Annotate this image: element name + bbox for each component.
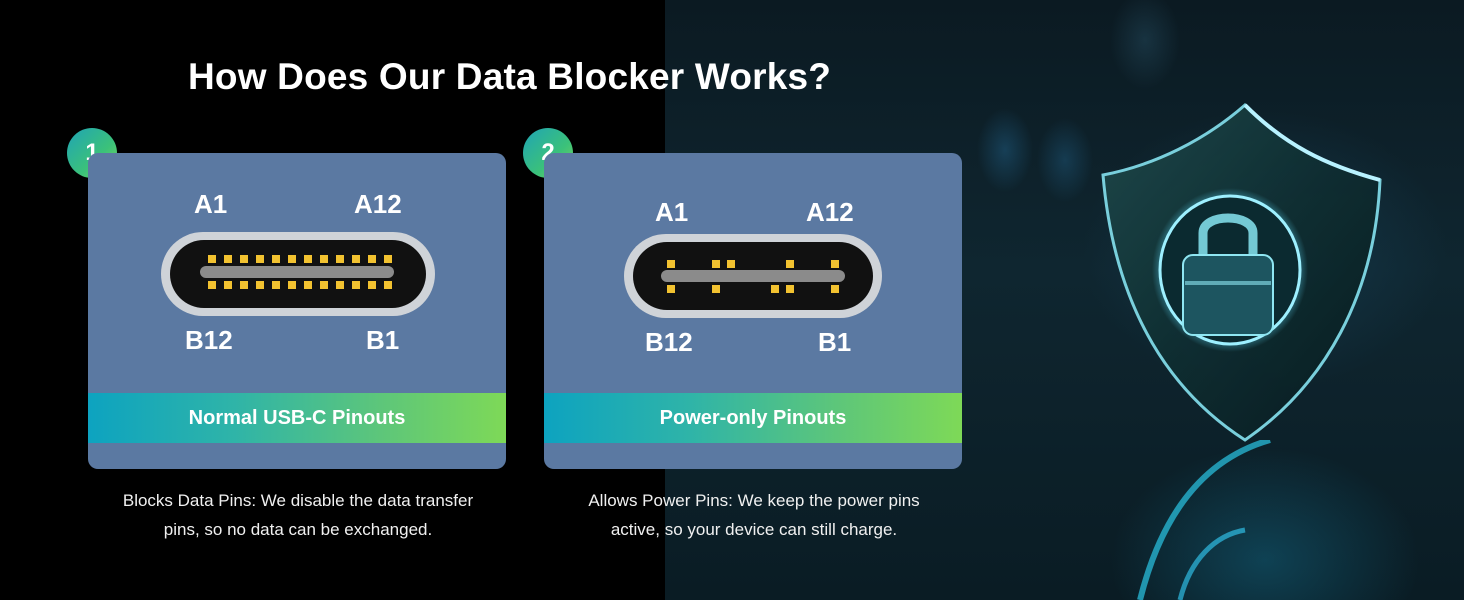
caption-line: Allows Power Pins: We keep the power pin… <box>588 491 920 510</box>
shield-lock-icon <box>1101 102 1382 442</box>
card-normal-usbc: A1 A12 B12 B1 Normal USB-C Pinouts <box>88 153 506 469</box>
pin-label-b12: B12 <box>185 325 233 355</box>
card-label-power: Power-only Pinouts <box>544 393 962 443</box>
pin-label-a12: A12 <box>806 197 854 227</box>
caption-line: pins, so no data can be exchanged. <box>163 520 433 539</box>
card-power-only: A1 A12 B12 B1 Power-only Pinouts <box>544 153 962 469</box>
usb-c-full-connector-icon <box>161 232 435 316</box>
shield-reflection <box>1137 440 1271 600</box>
card-label-normal: Normal USB-C Pinouts <box>88 393 506 443</box>
caption-line: Blocks Data Pins: We disable the data tr… <box>122 491 474 510</box>
pin-label-a12: A12 <box>354 189 402 219</box>
pin-label-b1: B1 <box>366 325 400 355</box>
caption-blocks-data: Blocks Data Pins: We disable the data tr… <box>88 486 508 544</box>
usb-c-power-connector-icon <box>624 234 882 318</box>
page-title: How Does Our Data Blocker Works? <box>188 56 832 97</box>
caption-line: active, so your device can still charge. <box>610 520 898 539</box>
pin-label-a1: A1 <box>194 189 228 219</box>
pin-label-b1: B1 <box>818 327 852 357</box>
caption-allows-power: Allows Power Pins: We keep the power pin… <box>544 486 964 544</box>
pin-label-a1: A1 <box>655 197 689 227</box>
pin-label-b12: B12 <box>645 327 693 357</box>
